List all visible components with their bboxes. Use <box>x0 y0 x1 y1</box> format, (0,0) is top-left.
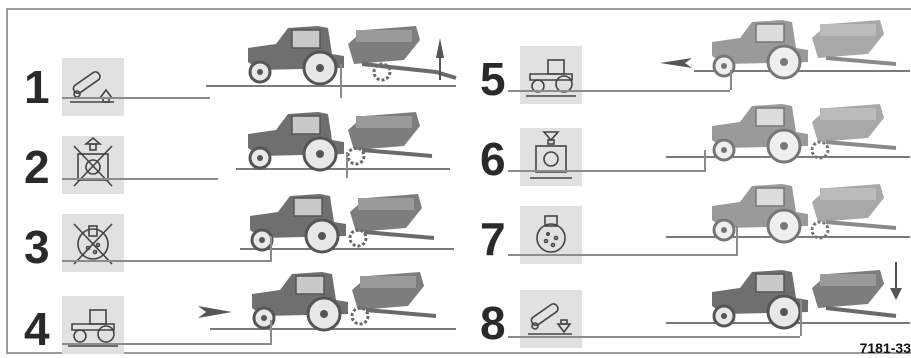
step-1-tractor-seeder <box>236 10 476 90</box>
step-2-leader-line <box>62 178 218 180</box>
step-6-leader-line <box>508 170 706 172</box>
rotor-lower-icon <box>520 128 582 186</box>
step-1-leader-line <box>62 97 210 99</box>
step-2-tractor-seeder <box>236 96 476 176</box>
seed-hopper-disabled-icon <box>62 214 124 272</box>
step-2-callout-line <box>346 152 348 178</box>
step-8-leader-line <box>508 336 800 338</box>
step-7-callout-line <box>736 226 738 254</box>
step-4-leader-line <box>62 343 272 345</box>
step-4-number: 4 <box>24 306 50 352</box>
step-3-tractor-seeder <box>238 178 478 258</box>
step-6-callout-line <box>704 150 706 170</box>
step-3-number: 3 <box>24 224 50 270</box>
figure-id: 7181-33 <box>860 340 911 356</box>
step-1-callout-line <box>340 64 342 98</box>
step-6-tractor-seeder <box>700 88 911 168</box>
forward-arrow-icon <box>198 304 232 320</box>
lift-arm-up-icon <box>62 58 124 116</box>
tractor-forward-icon <box>62 296 124 354</box>
step-6-number: 6 <box>480 136 506 182</box>
step-8-callout-line <box>800 300 802 336</box>
rotor-lift-disabled-icon <box>62 136 124 194</box>
step-8-tractor-seeder <box>700 254 911 334</box>
step-4-tractor-seeder <box>240 256 480 336</box>
step-8-number: 8 <box>480 300 506 346</box>
step-1-number: 1 <box>24 64 50 110</box>
step-7-number: 7 <box>480 216 506 262</box>
step-5-callout-line <box>730 70 732 90</box>
step-7-tractor-seeder <box>700 168 911 248</box>
step-5-number: 5 <box>480 56 506 102</box>
step-2-number: 2 <box>24 144 50 190</box>
reverse-arrow-icon <box>660 56 692 70</box>
step-5-leader-line <box>508 90 730 92</box>
lift-arm-down-icon <box>520 290 582 348</box>
tractor-reverse-icon <box>520 46 582 104</box>
step-4-callout-line <box>270 320 272 344</box>
